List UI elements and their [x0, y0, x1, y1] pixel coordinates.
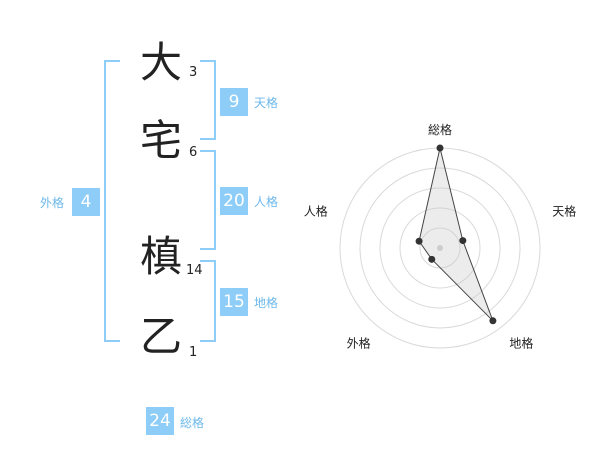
- jinkaku-label: 人格: [254, 195, 279, 209]
- tenkaku-bracket: [200, 60, 216, 140]
- radar-point-1: [459, 237, 467, 245]
- radar-axis-label-3: 外格: [347, 335, 371, 350]
- stroke-count-1: 3: [189, 65, 198, 80]
- radar-point-4: [415, 237, 423, 245]
- radar-ring-4: [359, 167, 521, 329]
- name-char-1: 大: [140, 38, 183, 87]
- radar-point-0: [436, 144, 444, 152]
- stroke-count-3: 14: [186, 263, 203, 278]
- stroke-count-4: 1: [189, 345, 198, 360]
- stroke-count-2: 6: [189, 145, 198, 160]
- radar-point-2: [489, 317, 497, 325]
- gaikaku-value-badge: 4: [72, 188, 100, 216]
- name-char-3: 槙: [140, 232, 183, 281]
- chikaku-bracket: [200, 260, 216, 342]
- chikaku-value-badge: 15: [220, 288, 248, 316]
- radar-axis-label-1: 天格: [552, 204, 576, 219]
- tenkaku-label: 天格: [254, 96, 279, 110]
- soukaku-value-badge: 24: [146, 407, 174, 435]
- radar-center: [437, 245, 443, 251]
- radar-ring-3: [379, 187, 501, 309]
- gaikaku-label: 外格: [40, 196, 65, 210]
- radar-point-3: [428, 255, 436, 263]
- radar-series-polygon: [418, 147, 494, 322]
- tenkaku-value-badge: 9: [220, 88, 248, 116]
- jinkaku-value-badge: 20: [220, 187, 248, 215]
- name-char-2: 宅: [140, 116, 183, 165]
- radar-axis-label-2: 地格: [509, 335, 533, 350]
- soukaku-label: 総格: [180, 416, 205, 430]
- gaikaku-bracket: [104, 60, 120, 342]
- chikaku-label: 地格: [254, 296, 279, 310]
- radar-axis-label-4: 人格: [304, 204, 328, 219]
- radar-ring-2: [399, 207, 481, 289]
- radar-axis-label-0: 総格: [428, 122, 452, 137]
- name-char-4: 乙: [140, 312, 183, 361]
- jinkaku-bracket: [200, 150, 216, 250]
